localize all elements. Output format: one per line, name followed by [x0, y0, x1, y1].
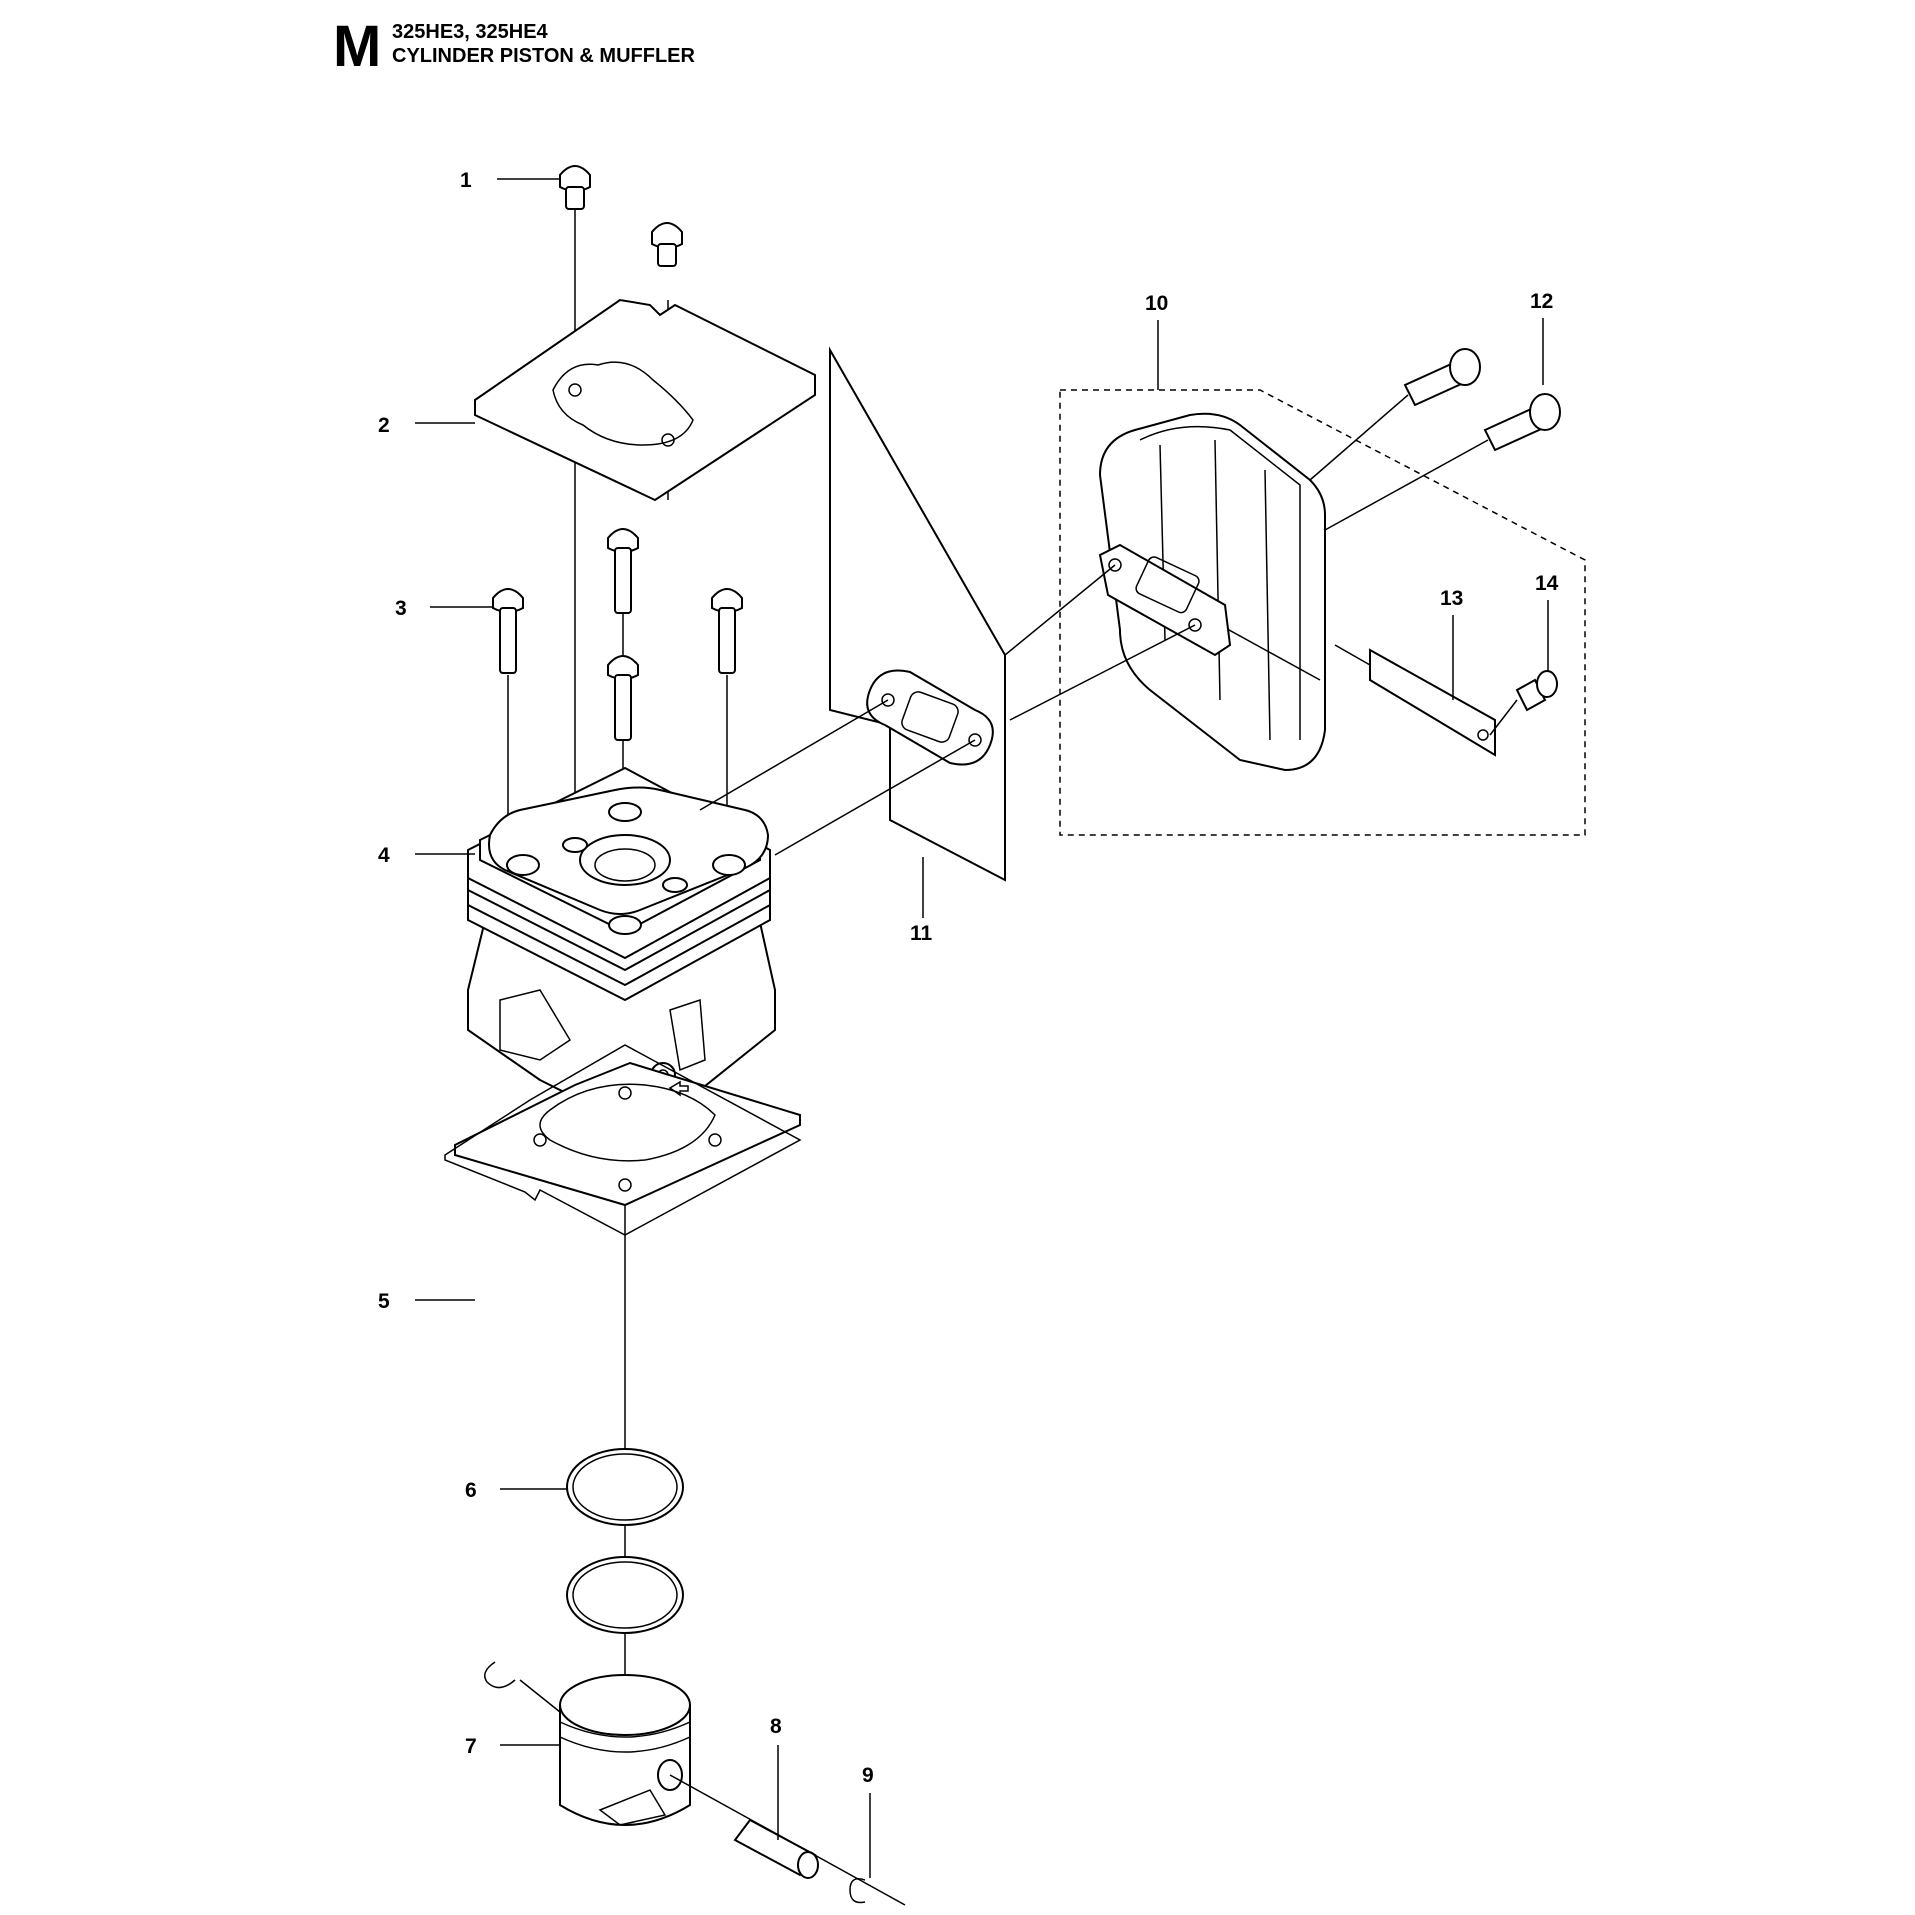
cylinder-bolt-back	[607, 528, 639, 614]
piston-ring-lower	[566, 1556, 684, 1634]
callout-5: 5	[378, 1290, 390, 1313]
muffler	[1098, 412, 1326, 772]
cylinder	[467, 766, 776, 1112]
cylinder-bolt-left	[492, 588, 524, 674]
model-numbers: 325HE3, 325HE4	[392, 21, 548, 43]
callout-4: 4	[378, 844, 390, 867]
callout-1: 1	[460, 169, 472, 192]
top-screw-1	[559, 165, 591, 210]
callout-13: 13	[1440, 587, 1463, 610]
section-letter: M	[333, 14, 382, 79]
callout-14: 14	[1535, 572, 1559, 595]
top-screw-2	[651, 222, 683, 267]
callout-9: 9	[862, 1764, 874, 1787]
cover-plate-gasket	[474, 298, 816, 502]
plate-screw	[1515, 670, 1558, 712]
piston-pin-clip-left	[484, 1661, 516, 1689]
cylinder-bolt-front	[607, 655, 639, 741]
callout-2: 2	[378, 414, 390, 437]
piston	[559, 1674, 691, 1826]
callout-10: 10	[1145, 292, 1168, 315]
muffler-plate	[1369, 648, 1496, 757]
base-gasket	[444, 1044, 802, 1236]
callout-7: 7	[465, 1735, 477, 1758]
callout-3: 3	[395, 597, 407, 620]
piston-ring-upper	[566, 1448, 684, 1526]
muffler-bolt-lower	[1483, 393, 1561, 452]
callout-12: 12	[1530, 290, 1553, 313]
diagram-title: CYLINDER PISTON & MUFFLER	[392, 45, 695, 67]
cylinder-bolt-right	[711, 588, 743, 674]
muffler-heat-shield	[829, 346, 1006, 882]
callout-6: 6	[465, 1479, 477, 1502]
muffler-bolt-upper	[1403, 348, 1481, 407]
muffler-group-outline	[1059, 389, 1586, 836]
callout-11: 11	[910, 922, 933, 945]
callout-8: 8	[770, 1715, 782, 1738]
piston-pin	[733, 1818, 819, 1879]
